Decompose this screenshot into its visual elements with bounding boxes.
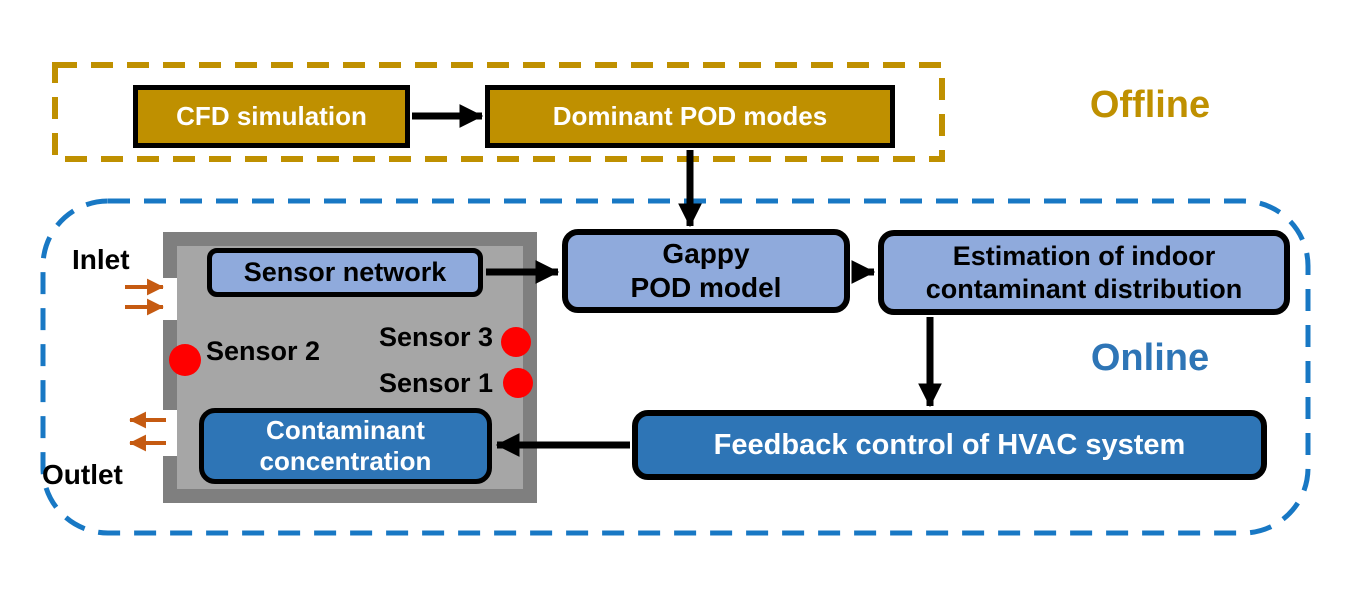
sensor-3-label: Sensor 3 [378, 322, 493, 352]
online-dashed-border [40, 198, 1311, 536]
cfd-simulation-box: CFD simulation [133, 85, 410, 148]
inlet-wall-opening [163, 278, 177, 320]
feedback-control-label: Feedback control of HVAC system [713, 428, 1186, 461]
estimation-box: Estimation of indoor contaminant distrib… [878, 230, 1290, 315]
sensor-network-box: Sensor network [207, 248, 483, 297]
gappy-pod-model-box: Gappy POD model [562, 229, 850, 313]
feedback-control-box: Feedback control of HVAC system [632, 410, 1267, 480]
estimation-line2: contaminant distribution [925, 273, 1243, 304]
offline-dashed-border [52, 62, 945, 162]
contaminant-concentration-box: Contaminant concentration [199, 408, 492, 484]
sensor-2-label: Sensor 2 [206, 336, 321, 366]
dominant-pod-modes-label: Dominant POD modes [552, 100, 828, 131]
gappy-line1: Gappy [662, 238, 750, 270]
gappy-line2: POD model [630, 272, 782, 303]
dominant-pod-modes-box: Dominant POD modes [485, 85, 895, 148]
outlet-label: Outlet [42, 459, 123, 490]
offline-section-label: Offline [1089, 84, 1211, 126]
online-section-label: Online [1090, 337, 1210, 379]
sensor-1-label: Sensor 1 [378, 368, 493, 398]
sensor-2-dot [169, 344, 201, 376]
sensor-1-dot [503, 368, 533, 398]
contaminant-line1: Contaminant [266, 414, 425, 445]
contaminant-line2: concentration [259, 446, 432, 476]
inlet-label: Inlet [72, 244, 130, 275]
outlet-wall-opening [163, 410, 177, 456]
estimation-line1: Estimation of indoor [952, 241, 1216, 272]
sensor-network-label: Sensor network [243, 257, 447, 288]
cfd-simulation-label: CFD simulation [176, 100, 367, 131]
sensor-3-dot [501, 327, 531, 357]
